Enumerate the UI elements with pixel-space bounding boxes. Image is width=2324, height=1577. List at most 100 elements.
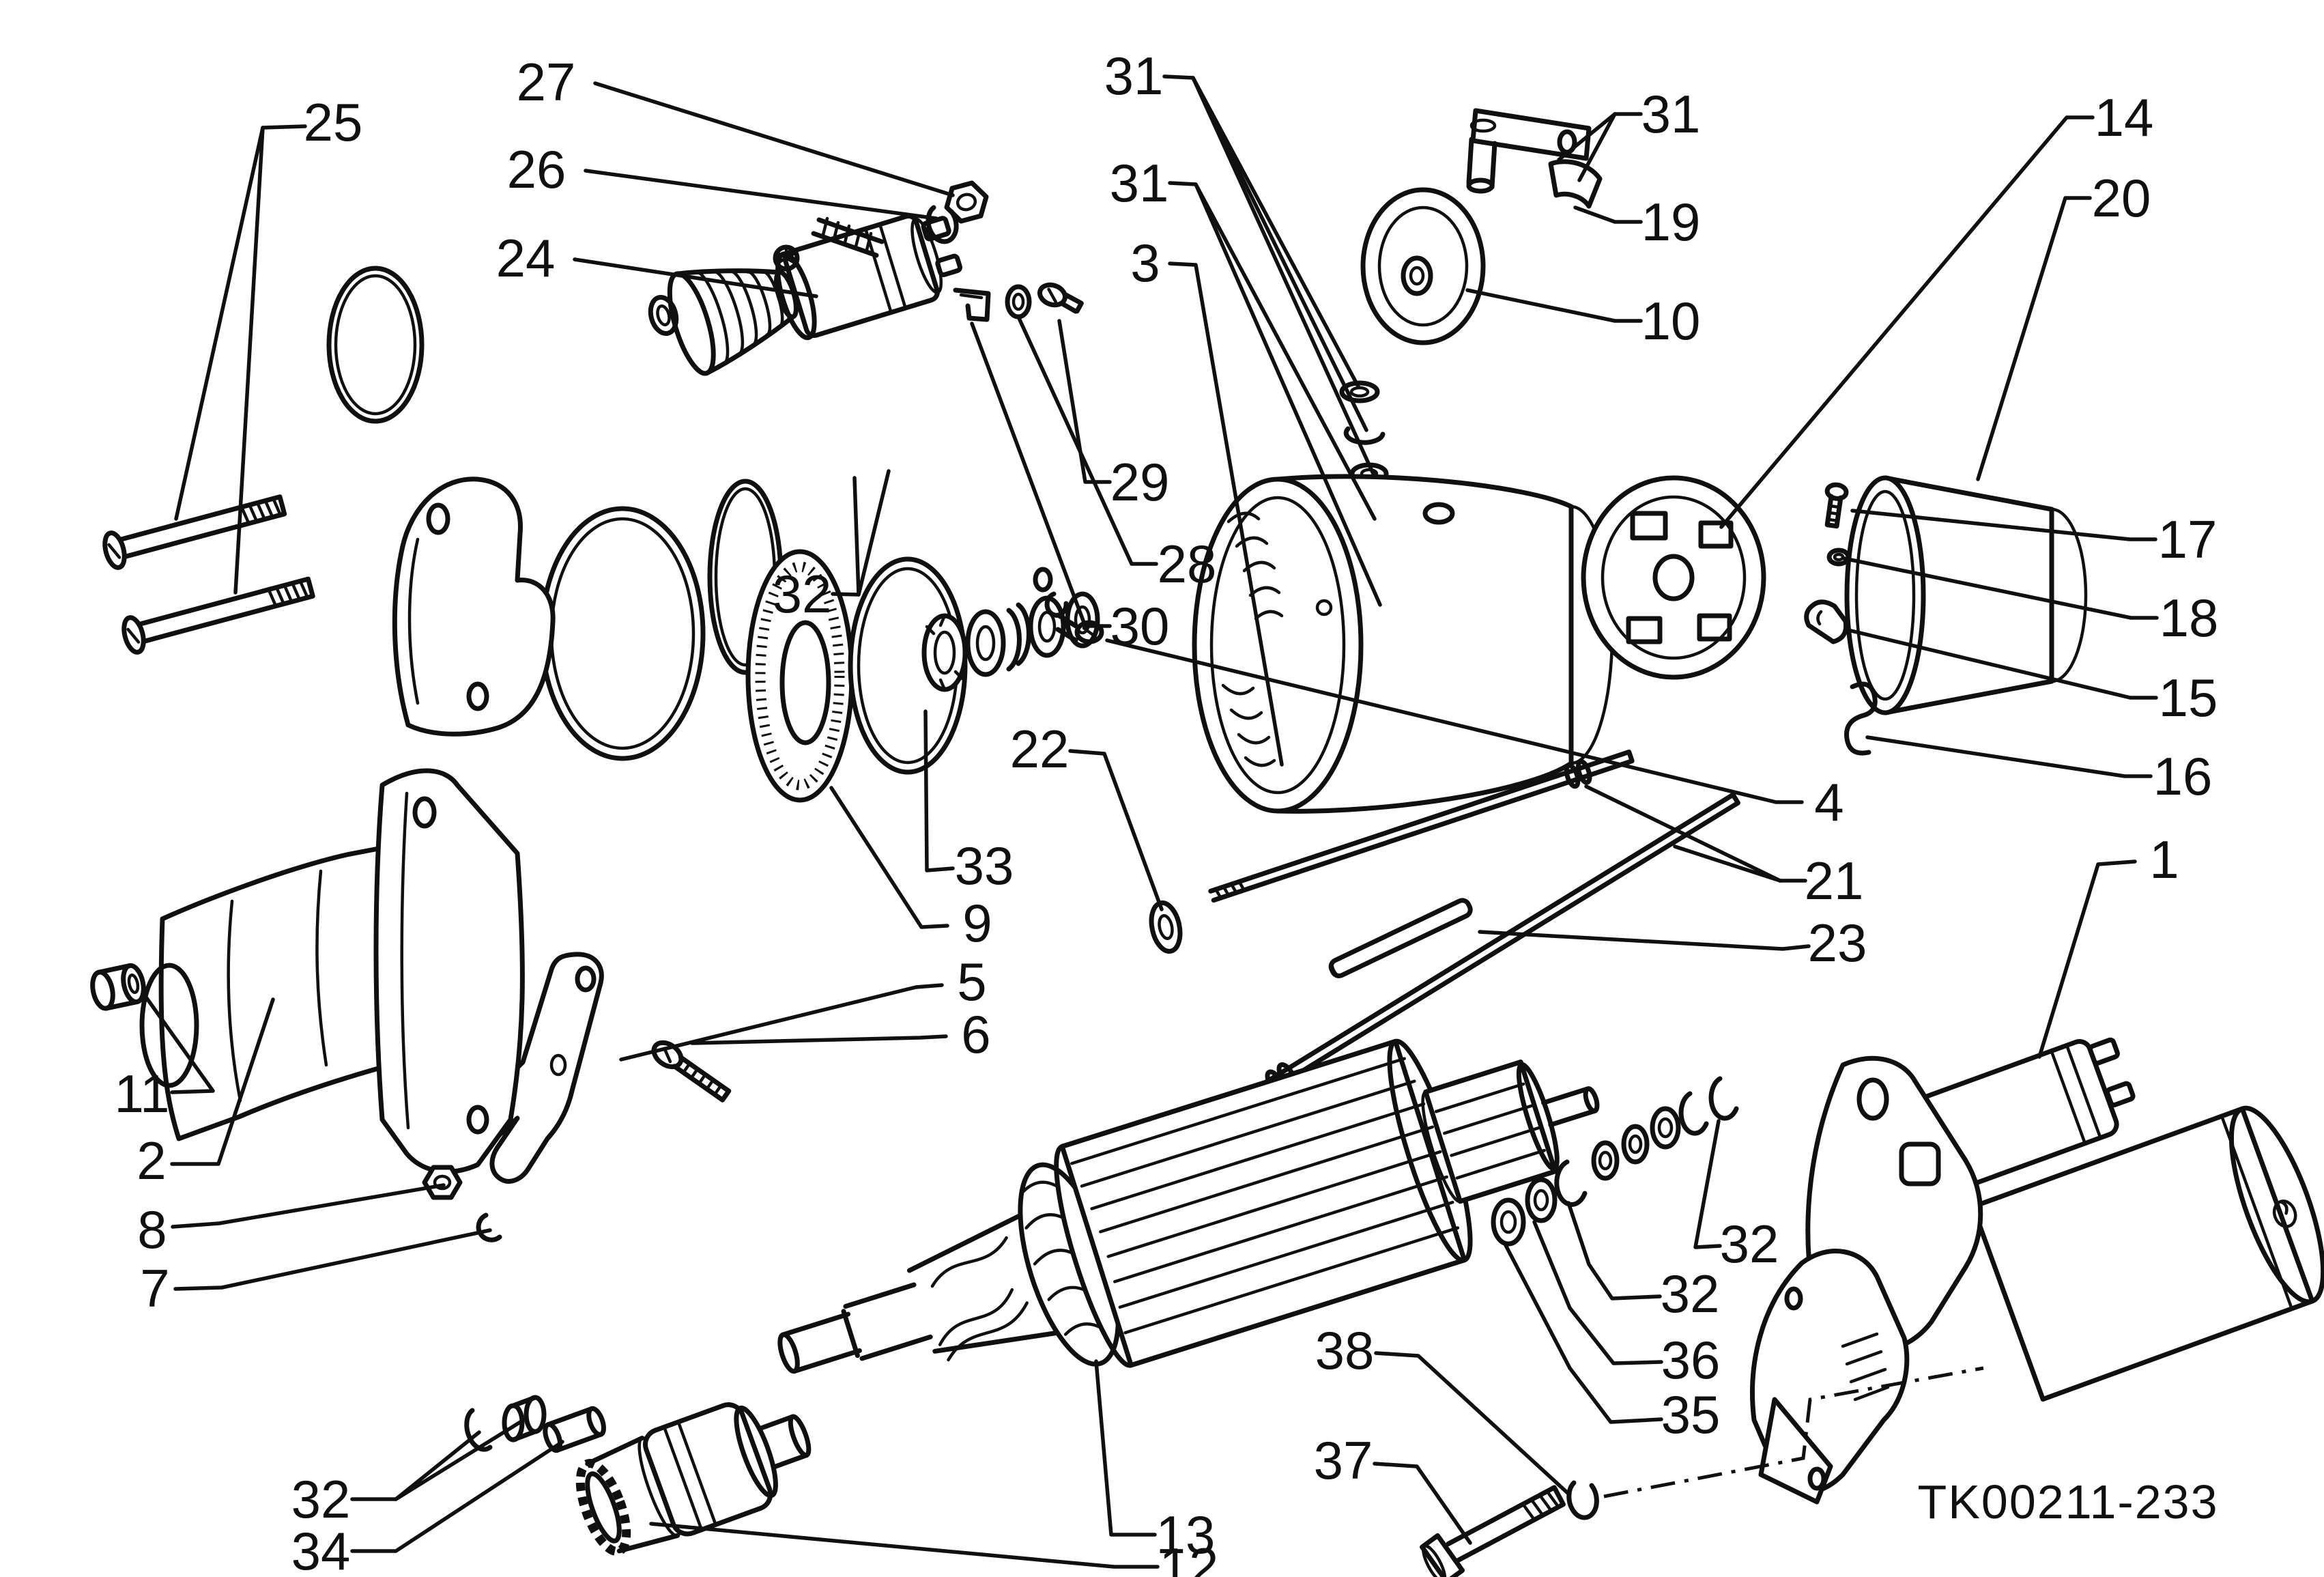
callout-label-31: 31: [1104, 46, 1164, 106]
callout-label-5: 5: [957, 952, 986, 1012]
leader-line-10: [1465, 288, 1643, 323]
leader-line-1: [2037, 859, 2137, 1059]
stop-collar: [502, 1395, 547, 1443]
callout-label-33: 33: [955, 836, 1014, 896]
leader-line-32: [1693, 1119, 1722, 1249]
callout-label-36: 36: [1661, 1330, 1721, 1390]
callout-label-37: 37: [1314, 1430, 1373, 1490]
leader-line-4: [1105, 638, 1804, 804]
callout-label-17: 17: [2158, 509, 2218, 569]
dowel-pin-23: [1328, 898, 1473, 979]
protective-band: [1844, 475, 2088, 715]
shaft-sleeve: [543, 1406, 606, 1453]
callout-label-1: 1: [2149, 829, 2179, 890]
callout-label-32: 32: [1661, 1264, 1720, 1324]
leader-line-9: [829, 786, 949, 929]
callout-label-30: 30: [1110, 596, 1170, 656]
callout-label-18: 18: [2160, 588, 2219, 648]
callout-label-25: 25: [304, 92, 363, 152]
callout-label-21: 21: [1805, 851, 1864, 911]
leader-line-32: [1566, 1201, 1662, 1301]
leader-line-34: [350, 1440, 564, 1553]
leader-line-12: [649, 1522, 1160, 1569]
leader-line-36: [1532, 1220, 1663, 1365]
callout-label-28: 28: [1158, 534, 1217, 594]
callout-label-10: 10: [1641, 291, 1701, 351]
callout-label-11: 11: [115, 1064, 170, 1124]
fork-pivot-screw: [651, 1040, 732, 1103]
field-housing: [1192, 474, 1614, 814]
callout-label-6: 6: [961, 1004, 990, 1064]
callout-label-34: 34: [291, 1521, 351, 1577]
callout-label-27: 27: [517, 52, 576, 112]
brush-holder-plate: [1581, 475, 1766, 680]
mounting-bolt-lower: [121, 576, 315, 655]
shaft-bushing: [90, 963, 146, 1011]
callout-label-24: 24: [496, 228, 556, 288]
callout-label-31: 31: [1641, 84, 1701, 144]
callout-label-13: 13: [1156, 1505, 1216, 1565]
solenoid-body: [775, 214, 962, 341]
callout-label-35: 35: [1661, 1384, 1721, 1445]
leader-line-32: [394, 1419, 523, 1501]
callout-label-22: 22: [1010, 719, 1070, 779]
callout-label-12: 12: [1160, 1537, 1219, 1577]
gasket-ring: [326, 266, 425, 424]
cable-clamp: [953, 287, 991, 322]
callout-label-14: 14: [2095, 87, 2154, 147]
leader-line-6: [690, 1034, 948, 1045]
shim-washer-a: [1028, 595, 1066, 658]
leader-line-31: [1577, 112, 1617, 182]
commutator-end-cap: [1360, 187, 1486, 345]
callout-label-9: 9: [962, 893, 992, 953]
solenoid-boot: [667, 268, 799, 376]
callout-label-2: 2: [137, 1131, 166, 1191]
callout-layer: 2527262431313292830323119101420171815164…: [115, 46, 2219, 1577]
leader-line-13: [1094, 1359, 1157, 1537]
sealing-ring-large: [539, 506, 706, 761]
callout-label-16: 16: [2153, 746, 2213, 806]
leader-line-30: [970, 322, 1112, 628]
callout-label-15: 15: [2159, 668, 2218, 728]
leader-line-38: [1374, 1351, 1570, 1496]
leader-line-19: [1573, 205, 1643, 224]
leader-line-25: [174, 124, 307, 521]
leader-line-31: [1191, 76, 1375, 476]
curved-spring-washer: [1006, 602, 1031, 672]
shim-washer-cup: [965, 609, 1006, 677]
callout-label-26: 26: [507, 139, 566, 199]
leader-line-24: [573, 257, 818, 298]
drive-end-housing: [139, 768, 525, 1174]
armature-shim-row: [1491, 1076, 1739, 1247]
shim-washer-b: [1065, 591, 1100, 649]
leader-line-20: [1976, 196, 2092, 481]
leader-line-14: [1719, 115, 2095, 529]
callout-label-31: 31: [1110, 153, 1169, 213]
mount-bolt-37: [1420, 1485, 1566, 1577]
callout-label-23: 23: [1808, 913, 1867, 973]
clamp-washer: [1005, 284, 1032, 319]
leader-line-26: [584, 169, 938, 221]
solenoid-ring-washer: [648, 295, 679, 336]
internal-ring-gear: [745, 549, 855, 803]
leader-line-32: [831, 476, 861, 597]
bearing-half-shell: [1548, 159, 1603, 209]
leader-line-7: [173, 1228, 492, 1291]
leader-line-11: [143, 993, 215, 1094]
starter-assembly: [1750, 1037, 2324, 1505]
leader-line-33: [923, 709, 955, 872]
leader-line-37: [1373, 1462, 1472, 1545]
leader-line-18: [1842, 556, 2159, 620]
mount-washer-38: [1566, 1480, 1599, 1520]
flat-washer-18: [1826, 548, 1851, 567]
plunger-nut: [944, 180, 989, 224]
leader-line-31: [1168, 181, 1377, 521]
callout-label-20: 20: [2092, 168, 2151, 228]
callout-label-19: 19: [1641, 192, 1701, 252]
solenoid-plunger-rod: [773, 216, 885, 272]
leader-line-35: [1504, 1243, 1663, 1424]
pinion-drive-assembly: [575, 1402, 812, 1557]
leader-line-28: [1016, 315, 1158, 566]
leader-line-23: [1478, 930, 1811, 951]
